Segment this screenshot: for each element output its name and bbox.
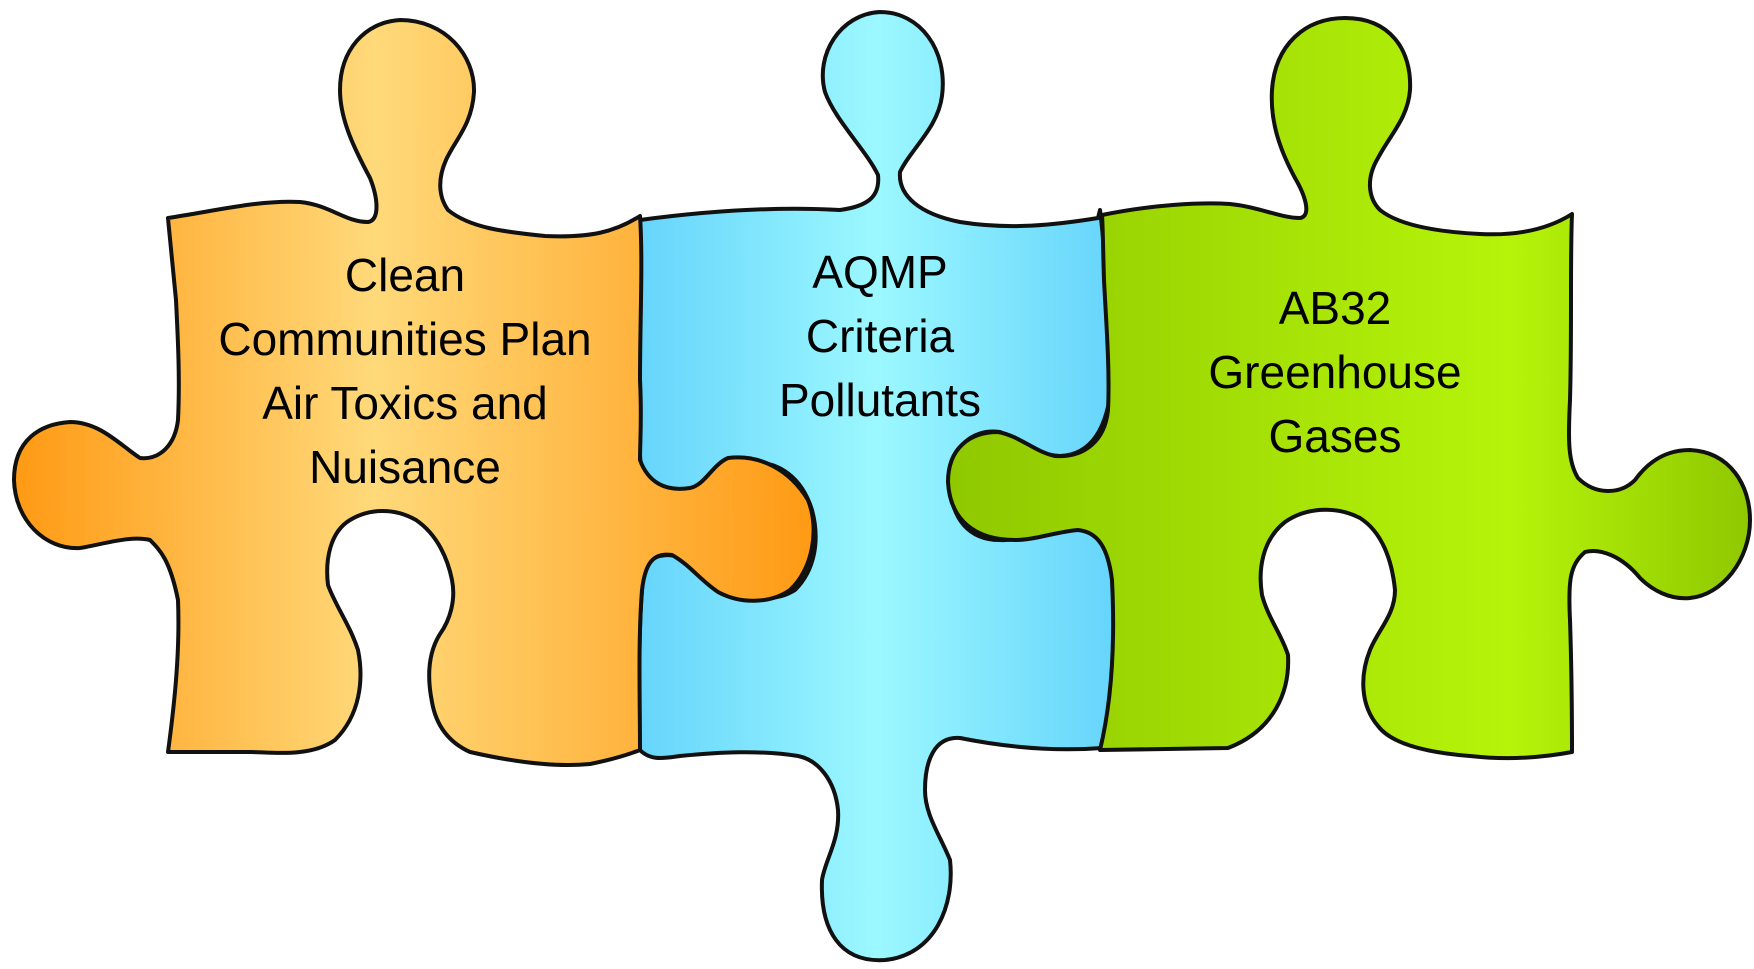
label-line: Air Toxics and — [262, 377, 548, 429]
piece-label-clean-communities: Clean Communities Plan Air Toxics and Nu… — [155, 243, 655, 499]
piece-label-aqmp: AQMP Criteria Pollutants — [740, 240, 1020, 432]
label-line: Pollutants — [778, 374, 981, 426]
label-line: AQMP — [812, 246, 948, 298]
puzzle-piece-green — [946, 16, 1752, 761]
piece-label-ab32: AB32 Greenhouse Gases — [1155, 276, 1515, 468]
label-line: AB32 — [1278, 282, 1392, 334]
label-line: Clean — [344, 249, 466, 301]
label-line: Communities Plan — [218, 313, 592, 365]
label-line: Criteria — [805, 310, 955, 362]
puzzle-piece-orange — [12, 18, 816, 768]
label-line: Greenhouse — [1208, 346, 1462, 398]
label-line: Gases — [1268, 410, 1402, 462]
label-line: Nuisance — [309, 441, 501, 493]
